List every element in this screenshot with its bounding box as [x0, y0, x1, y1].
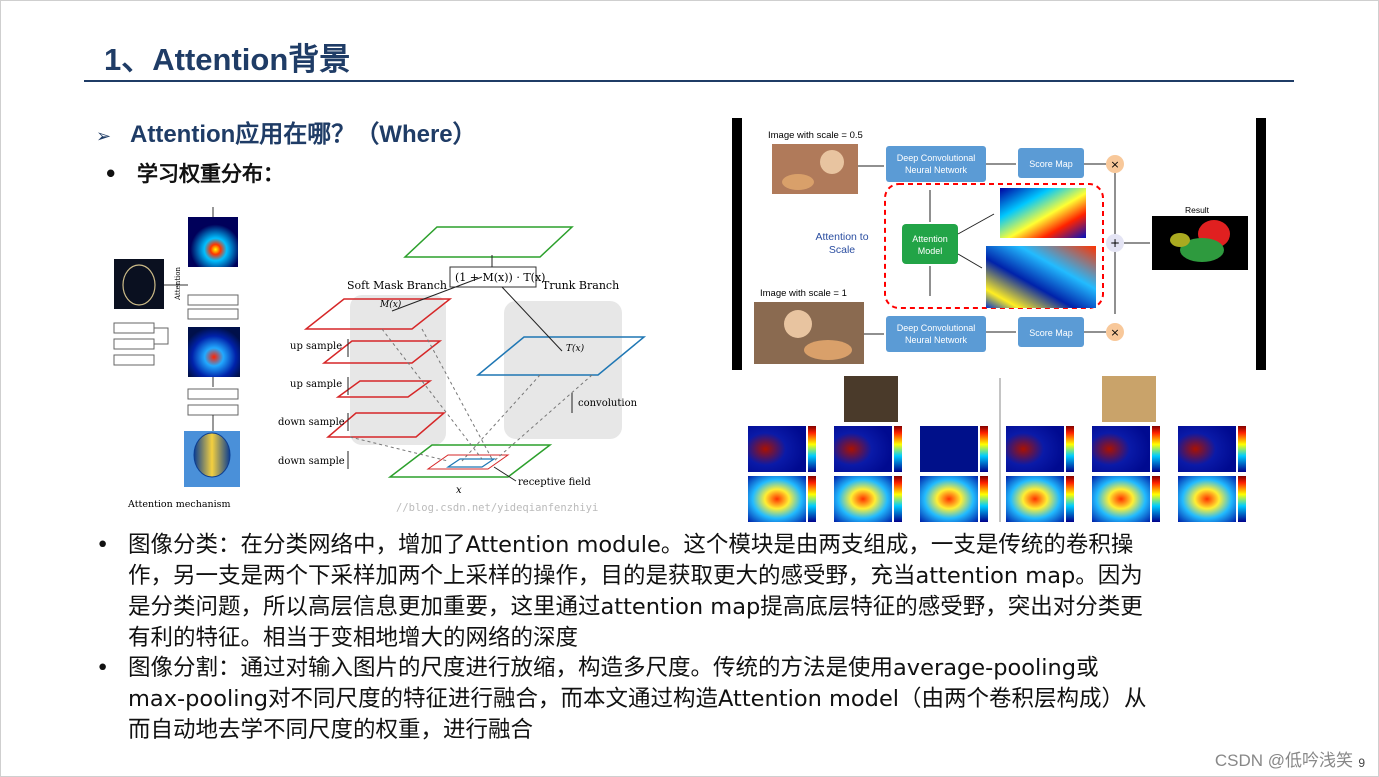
trunk-branch-label: Trunk Branch: [542, 279, 619, 292]
csdn-watermark: CSDN @低吟浅笑: [1215, 746, 1353, 771]
paragraph-line: 而自动地去学不同尺度的权重，进行融合: [128, 715, 1268, 746]
attention-to-scale-l2: Scale: [829, 244, 855, 256]
paragraph-image-classification: • 图像分类：在分类网络中，增加了Attention module。这个模块是由…: [96, 530, 1268, 654]
sub-bullet: •学习权重分布：: [104, 158, 284, 188]
attention-mid-map: [188, 327, 240, 377]
receptive-field-label: receptive field: [518, 477, 591, 488]
arrow-bullet-icon: ➢: [96, 126, 130, 147]
bullet-dot: •: [96, 530, 109, 561]
slide-title: 1、Attention背景: [104, 34, 350, 79]
dcnn-box-bottom: [886, 316, 986, 352]
page-number: 9: [1358, 756, 1365, 770]
convolution-label: convolution: [578, 398, 638, 409]
attention-model-l2: Model: [918, 246, 943, 256]
dcnn-top-line1: Deep Convolutional: [897, 153, 976, 163]
person-photo: [844, 376, 898, 422]
paragraph-line: 图像分类：在分类网络中，增加了Attention module。这个模块是由两支…: [128, 530, 1268, 561]
paragraph-image-segmentation: • 图像分割：通过对输入图片的尺度进行放缩，构造多尺度。传统的方法是使用aver…: [96, 653, 1268, 746]
blog-watermark: //blog.csdn.net/yideqianfenzhiyi: [396, 502, 598, 514]
figure-residual-attention: (1 + M(x)) · T(x) Soft Mask Branch Trunk…: [272, 215, 657, 515]
scale-1-label: Image with scale = 1: [760, 288, 847, 299]
result-label: Result: [1185, 205, 1210, 215]
attention-heatmap-top: [1000, 188, 1086, 238]
score-map-bottom-label: Score Map: [1029, 328, 1073, 338]
attention-to-scale-l1: Attention to: [815, 231, 868, 243]
attention-output-map: [188, 217, 238, 267]
tx-label: T(x): [566, 343, 585, 354]
paragraph-line: 有利的特征。相当于变相地增大的网络的深度: [128, 623, 1268, 654]
bullet-dot: •: [96, 653, 109, 684]
x-label: x: [456, 485, 462, 496]
scale-05-label: Image with scale = 0.5: [768, 130, 863, 141]
dcnn-bottom-line2: Neural Network: [905, 335, 968, 345]
figure-attention-to-scale: Image with scale = 0.5 Deep Convolutiona…: [732, 118, 1267, 370]
down-sample-label-2: down sample: [278, 456, 345, 467]
paragraph-line: 图像分割：通过对输入图片的尺度进行放缩，构造多尺度。传统的方法是使用averag…: [128, 653, 1268, 684]
soft-mask-branch-label: Soft Mask Branch: [347, 279, 447, 292]
dcnn-top-line2: Neural Network: [905, 165, 968, 175]
bullet-dot: •: [104, 162, 137, 186]
paragraph-line: 是分类问题，所以高层信息更加重要，这里通过attention map提高底层特征…: [128, 592, 1268, 623]
attention-side-label: Attention: [174, 267, 182, 301]
dcnn-box-top: [886, 146, 986, 182]
down-sample-label-1: down sample: [278, 417, 345, 428]
attention-model-box: [902, 224, 958, 264]
times-bottom: ×: [1110, 326, 1119, 339]
plus-node-label: +: [1110, 236, 1120, 250]
horse-photo: [1102, 376, 1156, 422]
up-sample-label-1: up sample: [290, 341, 342, 352]
title-divider: [84, 80, 1294, 82]
section-heading-text: Attention应用在哪？（Where）: [130, 121, 477, 148]
up-sample-label-2: up sample: [290, 379, 342, 390]
paragraph-line: 作，另一支是两个下采样加两个上采样的操作，目的是获取更大的感受野，充当atten…: [128, 561, 1268, 592]
attention-model-l1: Attention: [912, 234, 948, 244]
attention-heatmap-bottom: [986, 246, 1096, 308]
dcnn-bottom-line1: Deep Convolutional: [897, 323, 976, 333]
figure-left-caption: Attention mechanism: [127, 499, 231, 510]
figure-attention-mechanism: Attention Attention mechanism: [108, 205, 268, 515]
times-top: ×: [1110, 158, 1119, 171]
attention-heatmap-grid: [744, 374, 1256, 524]
dark-balloon-image: [114, 259, 164, 309]
score-map-top-label: Score Map: [1029, 159, 1073, 169]
section-heading: ➢Attention应用在哪？（Where）: [96, 114, 477, 149]
sub-bullet-text: 学习权重分布：: [137, 162, 284, 186]
paragraph-line: max-pooling对不同尺度的特征进行融合，而本文通过构造Attention…: [128, 684, 1268, 715]
